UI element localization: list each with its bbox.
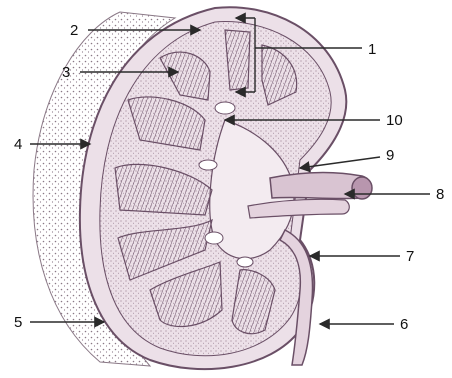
label-4: 4 [14, 136, 22, 153]
label-2: 2 [70, 22, 78, 39]
calyx-3 [205, 232, 223, 244]
renal-vessel-end [352, 177, 372, 199]
label-7: 7 [406, 248, 414, 265]
label-10: 10 [386, 112, 403, 129]
label-9: 9 [386, 147, 394, 164]
calyx-1 [215, 102, 235, 114]
label-1: 1 [368, 41, 376, 58]
label-5: 5 [14, 314, 22, 331]
calyx-4 [237, 257, 253, 267]
calyx-2 [199, 160, 217, 170]
label-6: 6 [400, 316, 408, 333]
pyramid-top [225, 30, 250, 90]
label-3: 3 [62, 64, 70, 81]
label-8: 8 [436, 186, 444, 203]
